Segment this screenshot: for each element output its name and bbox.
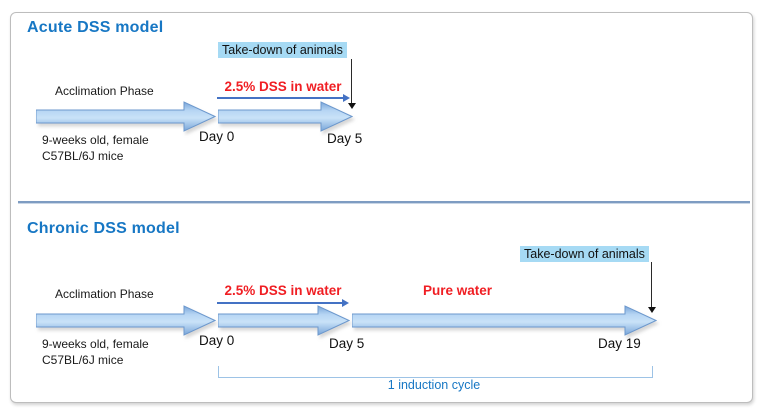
- chronic-section-title: Chronic DSS model: [27, 220, 180, 237]
- acute-takedown-arrow-line: [351, 59, 352, 104]
- chronic-mice-line2: C57BL/6J mice: [42, 353, 124, 367]
- acute-day5-label: Day 5: [327, 131, 363, 146]
- chronic-dss-arrow: [218, 305, 350, 336]
- chronic-acclimation-label: Acclimation Phase: [55, 287, 154, 301]
- acute-section-title: Acute DSS model: [27, 19, 164, 36]
- diagram-panel: [10, 12, 753, 403]
- chronic-acclimation-arrow: [36, 305, 216, 336]
- chronic-day19-label: Day 19: [598, 336, 641, 351]
- acute-dss-arrow: [218, 101, 353, 132]
- acute-mice-label: 9-weeks old, female C57BL/6J mice: [42, 132, 149, 164]
- chronic-mice-label: 9-weeks old, female C57BL/6J mice: [42, 336, 149, 368]
- chronic-treatment-label: 2.5% DSS in water: [224, 283, 342, 298]
- chronic-pure-water-arrow: [352, 305, 657, 336]
- acute-treatment-label: 2.5% DSS in water: [224, 79, 342, 94]
- acute-mice-line2: C57BL/6J mice: [42, 149, 124, 163]
- chronic-day5-label: Day 5: [329, 336, 365, 351]
- chronic-takedown-label: Take-down of animals: [520, 246, 649, 262]
- acute-dss-duration-line: [217, 97, 345, 99]
- chronic-takedown-arrow-line: [651, 262, 652, 308]
- chronic-mice-line1: 9-weeks old, female: [42, 337, 149, 351]
- acute-takedown-arrow: [346, 59, 356, 109]
- chronic-dss-duration-line: [217, 302, 344, 304]
- chronic-takedown-arrowhead-icon: [647, 307, 656, 313]
- chronic-pure-water-label: Pure water: [422, 283, 493, 298]
- section-divider: [18, 201, 750, 203]
- chronic-day0-label: Day 0: [199, 333, 235, 348]
- induction-cycle-label: 1 induction cycle: [387, 378, 481, 392]
- chronic-dss-duration-arrowhead-icon: [342, 299, 349, 307]
- acute-takedown-label: Take-down of animals: [218, 42, 347, 58]
- acute-acclimation-label: Acclimation Phase: [55, 84, 154, 98]
- acute-takedown-arrowhead-icon: [347, 103, 356, 109]
- acute-day0-label: Day 0: [199, 129, 235, 144]
- chronic-takedown-arrow: [646, 262, 656, 313]
- chronic-dss-duration-arrow: [217, 299, 349, 308]
- acute-acclimation-arrow: [36, 101, 216, 132]
- induction-cycle-bracket: [218, 366, 653, 378]
- acute-mice-line1: 9-weeks old, female: [42, 133, 149, 147]
- acute-dss-duration-arrowhead-icon: [343, 94, 350, 102]
- acute-dss-duration-arrow: [217, 94, 350, 103]
